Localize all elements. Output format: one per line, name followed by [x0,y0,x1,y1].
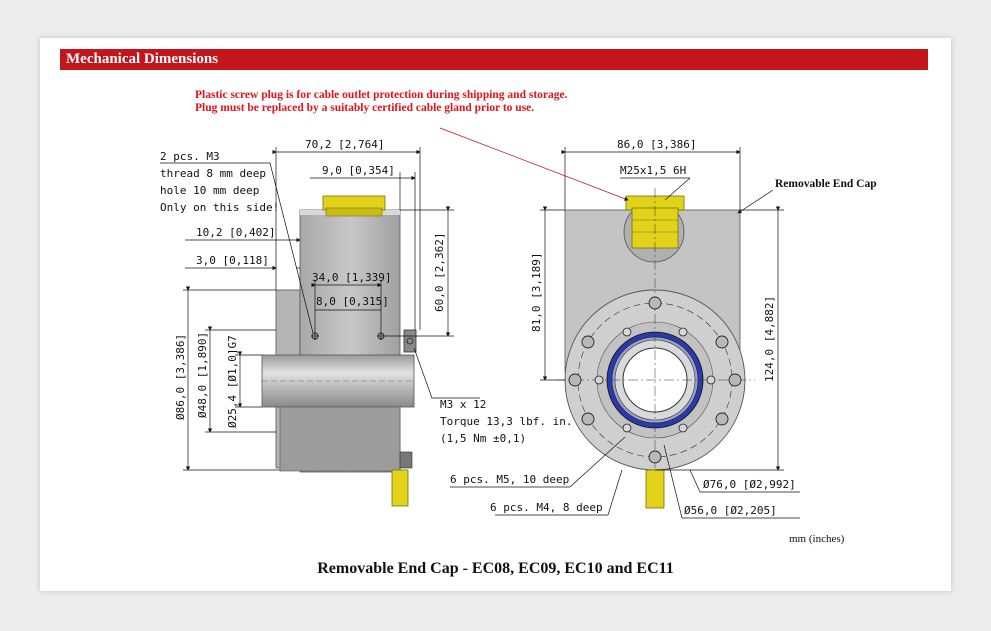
dim-8-0: 8,0 [0,315] [316,295,389,308]
dim-124-0: 124,0 [4,882] [763,296,776,382]
m4-holes-label: 6 pcs. M4, 8 deep [490,501,603,514]
section-header: Mechanical Dimensions [60,49,928,70]
m3-note-line-2: thread 8 mm deep [160,167,266,180]
m3-note-line-4: Only on this side! [160,201,279,214]
dim-86-0-width: 86,0 [3,386] [617,138,696,151]
dim-3-0: 3,0 [0,118] [196,254,269,267]
dim-dia-25-4: Ø25,4 [Ø1,0]G7 [226,335,239,428]
units-label: mm (inches) [789,533,845,545]
warning-note: Plastic screw plug is for cable outlet p… [195,89,568,115]
dim-dia-56: Ø56,0 [Ø2,205] [684,504,777,517]
warning-note-line-1: Plastic screw plug is for cable outlet p… [195,89,568,101]
front-view [439,127,800,519]
dim-34-0: 34,0 [1,339] [312,271,391,284]
dim-10-2: 10,2 [0,402] [196,226,275,239]
m5-holes-label: 6 pcs. M5, 10 deep [450,473,569,486]
dim-9-0: 9,0 [0,354] [322,164,395,177]
warning-note-line-2: Plug must be replaced by a suitably cert… [195,102,535,114]
dim-dia-48: Ø48,0 [1,890] [196,332,209,418]
document-sheet [40,38,951,591]
m3-note-line-3: hole 10 mm deep [160,184,259,197]
dim-70-2: 70,2 [2,764] [305,138,384,151]
side-view [160,147,480,507]
screw-note-line-3: (1,5 Nm ±0,1) [440,432,526,445]
dim-81-0: 81,0 [3,189] [530,253,543,332]
m3-note-line-1: 2 pcs. M3 [160,150,220,163]
dim-m25-thread: M25x1,5 6H [620,164,686,177]
dim-60-0: 60,0 [2,362] [433,233,446,312]
screw-note-line-1: M3 x 12 [440,398,486,411]
figure-caption: Removable End Cap - EC08, EC09, EC10 and… [317,560,674,577]
removable-end-cap-label: Removable End Cap [775,178,877,190]
dim-dia-76: Ø76,0 [Ø2,992] [703,478,796,491]
dim-dia-86: Ø86,0 [3,386] [174,334,187,420]
screw-note-line-2: Torque 13,3 lbf. in. [440,415,572,428]
